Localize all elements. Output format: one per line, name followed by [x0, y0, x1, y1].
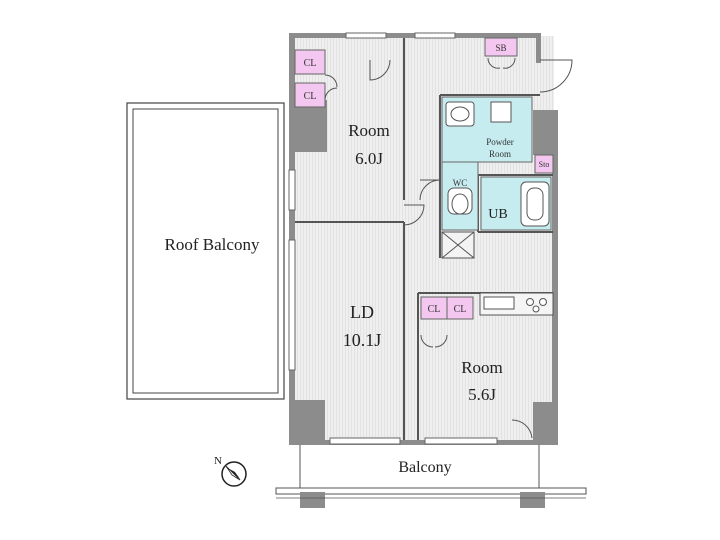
room1-name: Room: [348, 121, 390, 140]
room1-size: 6.0J: [355, 149, 383, 168]
sb-label: SB: [495, 43, 506, 53]
ub-label: UB: [488, 207, 507, 222]
ld-name: LD: [350, 302, 374, 322]
ld-size: 10.1J: [343, 330, 382, 350]
compass-icon: N: [214, 455, 247, 487]
roof-balcony-label: Roof Balcony: [165, 235, 260, 254]
windows: [288, 32, 498, 445]
door-swings: [324, 57, 573, 439]
closet-label-2: CL: [304, 91, 317, 102]
balcony-label: Balcony: [398, 459, 451, 476]
closet-label-1: CL: [304, 58, 317, 69]
sto-label: Sto: [539, 160, 550, 169]
room2-size: 5.6J: [468, 385, 496, 404]
fixtures: [441, 101, 554, 316]
balcony: [275, 445, 587, 508]
closets: [294, 37, 554, 320]
wc-label: WC: [453, 178, 468, 188]
powder-room-label-2: Room: [489, 149, 511, 159]
closet-label-3: CL: [428, 304, 441, 315]
compass-north-label: N: [214, 455, 222, 467]
powder-room-label-1: Powder: [486, 137, 514, 147]
closet-label-4: CL: [454, 304, 467, 315]
roof-balcony: [126, 102, 285, 400]
room2-name: Room: [461, 358, 503, 377]
